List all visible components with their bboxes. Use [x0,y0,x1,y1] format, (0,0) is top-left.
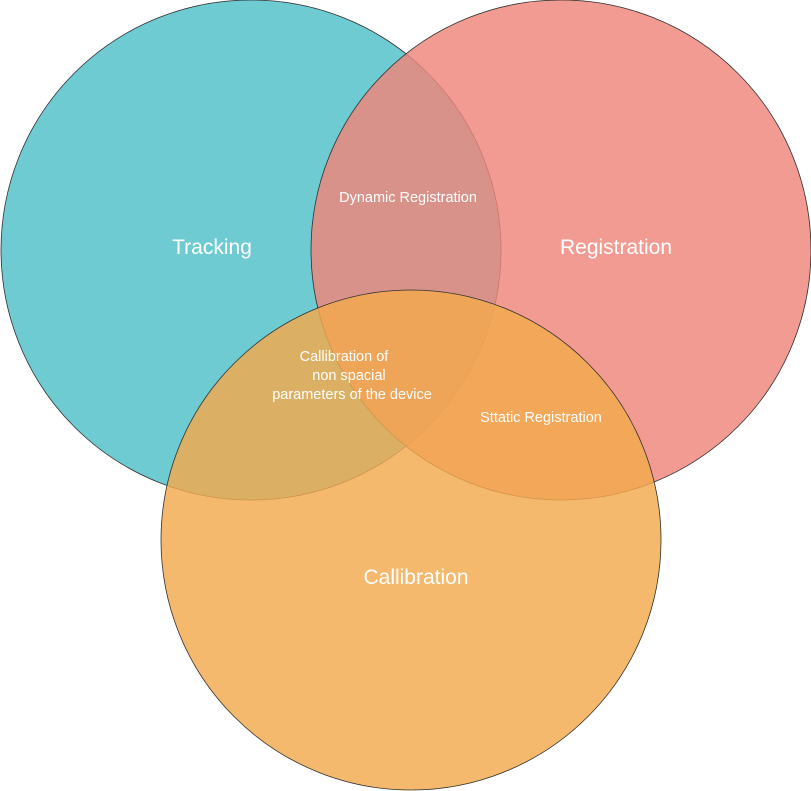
static-registration-label: Sttatic Registration [480,410,602,426]
dynamic-registration-label: Dynamic Registration [339,190,477,206]
calibration-circle [160,289,662,791]
tracking-label: Tracking [172,236,252,259]
registration-label: Registration [560,236,672,259]
calibration-label: Callibration [363,566,468,589]
calibration-nonspatial-line-1: Callibration of [300,349,390,365]
calibration-nonspatial-line-2: non spacial [312,368,385,384]
labels-layer: Tracking Registration Callibration Dynam… [172,190,672,589]
calibration-nonspatial-line-3: parameters of the device [272,387,432,403]
calibration-nonspatial-label: Callibration of non spacial parameters o… [272,349,432,403]
